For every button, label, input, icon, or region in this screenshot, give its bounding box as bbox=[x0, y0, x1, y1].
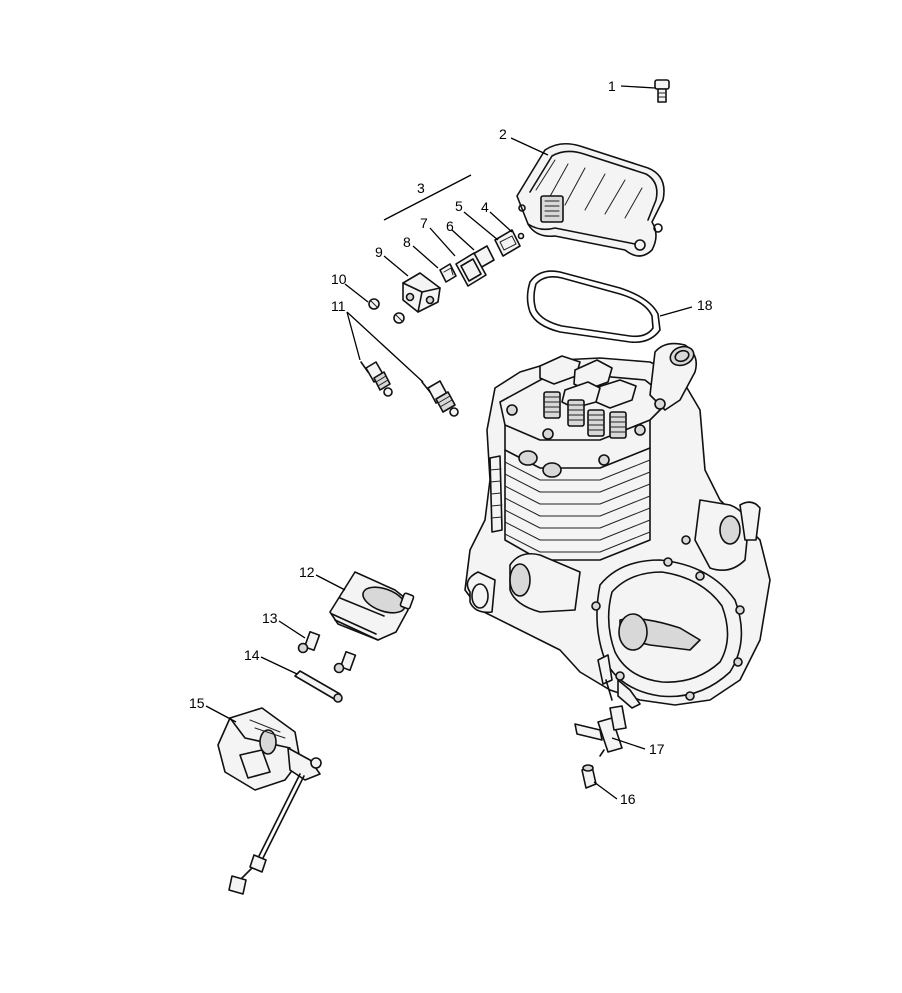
part-16-fitting bbox=[581, 764, 597, 789]
part-11-spark-plugs bbox=[360, 361, 459, 417]
engine-assembly bbox=[464, 342, 771, 709]
callout-17: 17 bbox=[649, 741, 665, 757]
part-10-screws bbox=[368, 298, 405, 324]
callout-13: 13 bbox=[262, 610, 278, 626]
callout-12: 12 bbox=[299, 564, 315, 580]
callout-4: 4 bbox=[481, 199, 489, 215]
callout-8: 8 bbox=[403, 234, 411, 250]
part-2-valve-cover bbox=[516, 142, 665, 257]
part-18-cover-gasket bbox=[526, 270, 661, 344]
part-14-shaft bbox=[294, 670, 343, 703]
callout-16: 16 bbox=[620, 791, 636, 807]
part-9-breather-housing bbox=[402, 272, 441, 313]
callout-3: 3 bbox=[417, 180, 425, 196]
callout-6: 6 bbox=[446, 218, 454, 234]
callout-labels: 1 2 3 4 5 6 7 8 9 10 11 12 13 14 15 16 1… bbox=[189, 78, 713, 807]
callout-10: 10 bbox=[331, 271, 347, 287]
callout-11: 11 bbox=[331, 298, 346, 314]
callout-18: 18 bbox=[697, 297, 713, 313]
callout-9: 9 bbox=[375, 244, 383, 260]
part-15-throttle-body bbox=[217, 707, 322, 895]
part-12-intake-boot bbox=[329, 571, 415, 641]
part-8-insert bbox=[439, 263, 457, 283]
callout-5: 5 bbox=[455, 198, 463, 214]
part-1-bolt bbox=[654, 79, 670, 103]
part-17-sensor bbox=[574, 705, 627, 757]
part-5-filter bbox=[494, 229, 521, 257]
callout-15: 15 bbox=[189, 695, 205, 711]
callout-7: 7 bbox=[420, 215, 428, 231]
part-3-group-line bbox=[383, 174, 472, 221]
callout-1: 1 bbox=[608, 78, 616, 94]
part-13-bolts bbox=[297, 630, 357, 674]
leader-lines bbox=[205, 85, 693, 800]
part-4-pin bbox=[517, 232, 525, 240]
callout-14: 14 bbox=[244, 647, 260, 663]
part-7-gasket bbox=[455, 252, 487, 287]
callout-2: 2 bbox=[499, 126, 507, 142]
